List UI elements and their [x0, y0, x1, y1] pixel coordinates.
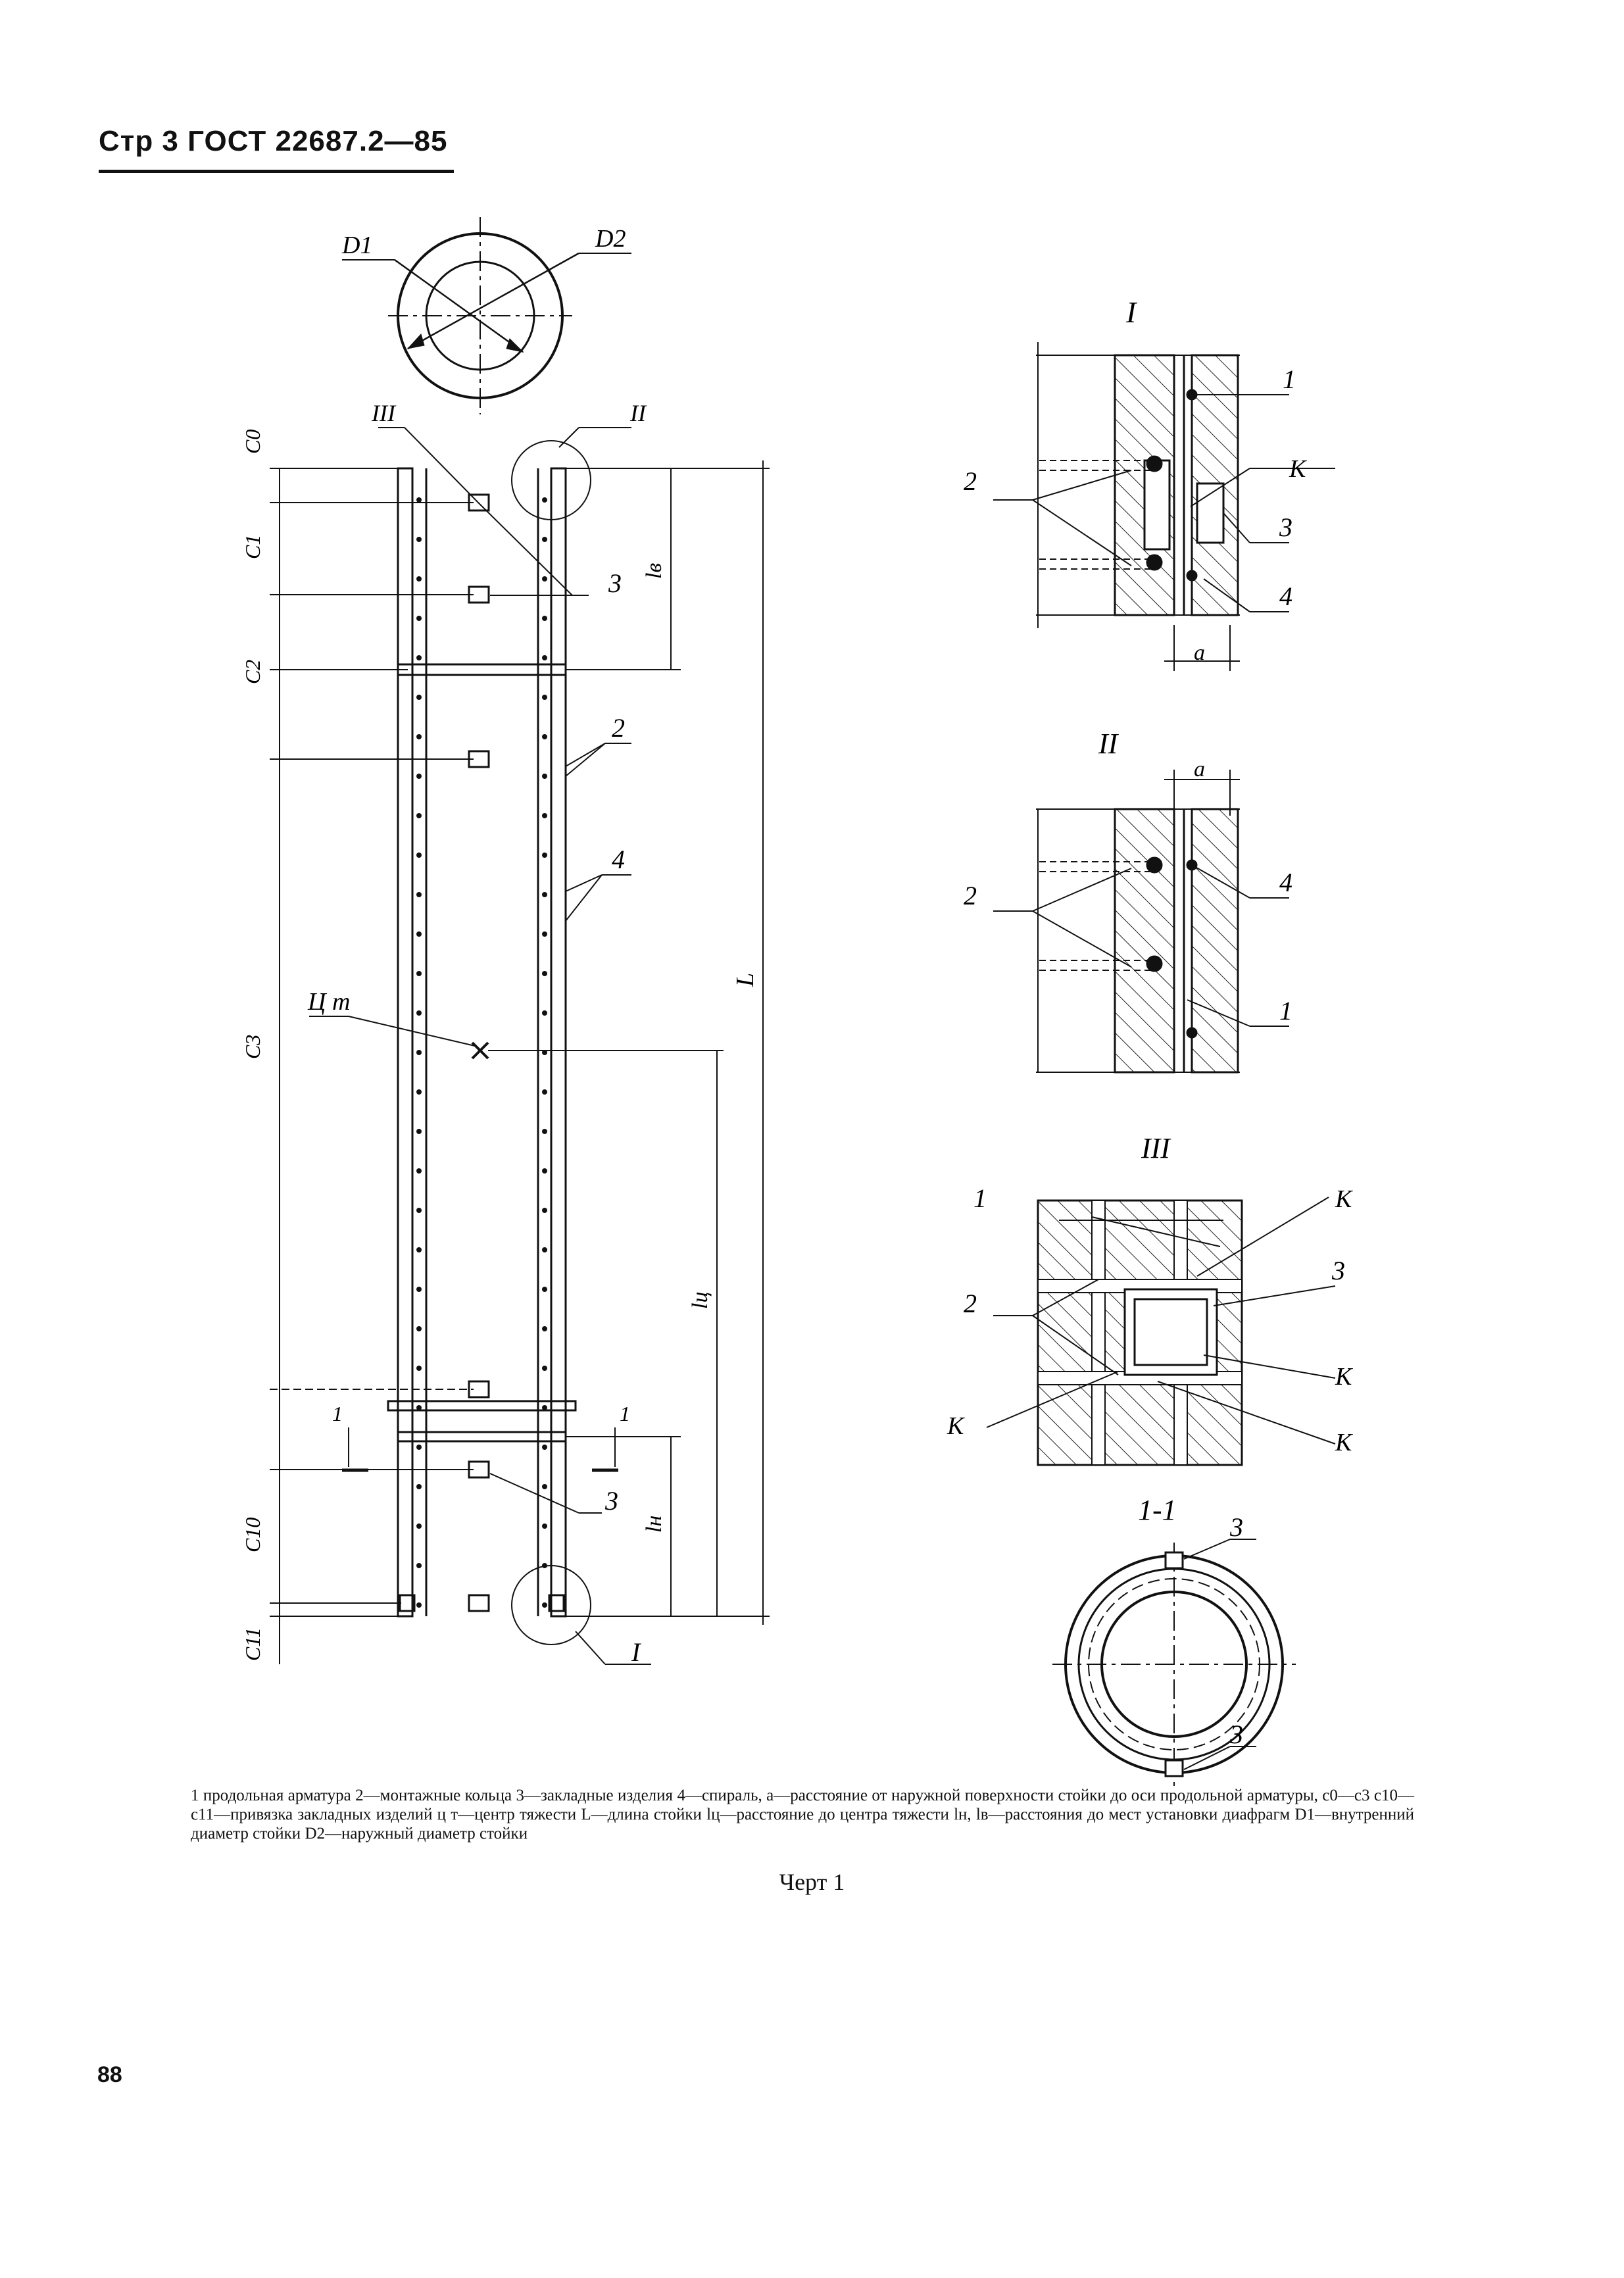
detail-i-title: I: [1125, 295, 1138, 329]
detail-iii-label-3: 3: [1331, 1256, 1345, 1285]
label-lv: lв: [642, 563, 666, 579]
detail-ii-label-a: a: [1194, 757, 1205, 781]
label-rings-2: 2: [612, 713, 625, 743]
detail-ii-label-2: 2: [964, 881, 977, 910]
detail-i: [993, 342, 1335, 671]
label-embedded-3a: 3: [608, 568, 622, 598]
label-c0: C0: [241, 430, 264, 454]
detail-i-label-k: K: [1289, 455, 1307, 483]
detail-iii-label-k4: K: [947, 1412, 965, 1440]
label-embedded-3b: 3: [604, 1486, 618, 1516]
label-section-mark-right: 1: [620, 1402, 630, 1425]
label-d2: D2: [595, 225, 626, 253]
label-lc: lц: [688, 1292, 712, 1309]
label-ln: lн: [642, 1516, 666, 1533]
detail-i-label-3: 3: [1279, 512, 1292, 542]
label-spiral-4: 4: [612, 845, 625, 874]
section-1-1-label-3-top: 3: [1229, 1512, 1243, 1542]
label-c11: C11: [241, 1627, 264, 1661]
label-callout-i: I: [631, 1637, 641, 1667]
label-c10: C10: [241, 1518, 264, 1552]
page-number: 88: [97, 2062, 122, 2087]
detail-ii-label-4: 4: [1279, 868, 1292, 897]
label-callout-iii: III: [371, 400, 397, 426]
detail-iii-label-k2: K: [1335, 1363, 1353, 1391]
page-header: Стр 3 ГОСТ 22687.2—85: [99, 125, 448, 157]
detail-iii-label-k3: K: [1335, 1429, 1353, 1456]
detail-iii-label-1: 1: [973, 1183, 987, 1213]
detail-iii-label-2: 2: [964, 1289, 977, 1318]
section-1-1: [1052, 1539, 1296, 1786]
label-section-mark-left: 1: [332, 1402, 343, 1425]
detail-i-label-1: 1: [1283, 364, 1296, 394]
label-callout-ii: II: [629, 400, 647, 426]
label-center-gravity: Ц т: [307, 988, 350, 1016]
detail-i-label-a: a: [1194, 641, 1205, 665]
detail-i-label-2: 2: [964, 466, 977, 496]
detail-iii-label-k1: K: [1335, 1185, 1353, 1213]
figure-caption: 1 продольная арматура 2—монтажные кольца…: [191, 1787, 1414, 1843]
section-1-1-label-3-bottom: 3: [1229, 1720, 1243, 1749]
top-cross-section: [342, 217, 631, 414]
detail-ii-title: II: [1098, 728, 1120, 760]
detail-i-label-4: 4: [1279, 582, 1292, 611]
label-c2: C2: [241, 660, 264, 684]
detail-iii-title: III: [1141, 1132, 1171, 1164]
label-c1: C1: [241, 535, 264, 559]
detail-ii-label-1: 1: [1279, 996, 1292, 1026]
figure-title: Черт 1: [779, 1869, 845, 1895]
spiral-reinforcement: [416, 497, 547, 1608]
header-underline: [99, 170, 454, 173]
section-1-1-title: 1-1: [1138, 1494, 1177, 1526]
column-elevation: [270, 427, 770, 1665]
label-l: L: [731, 973, 759, 987]
label-d1: D1: [341, 232, 372, 259]
detail-iii: [986, 1197, 1336, 1466]
label-c3: C3: [241, 1035, 264, 1059]
detail-ii: [993, 770, 1289, 1074]
